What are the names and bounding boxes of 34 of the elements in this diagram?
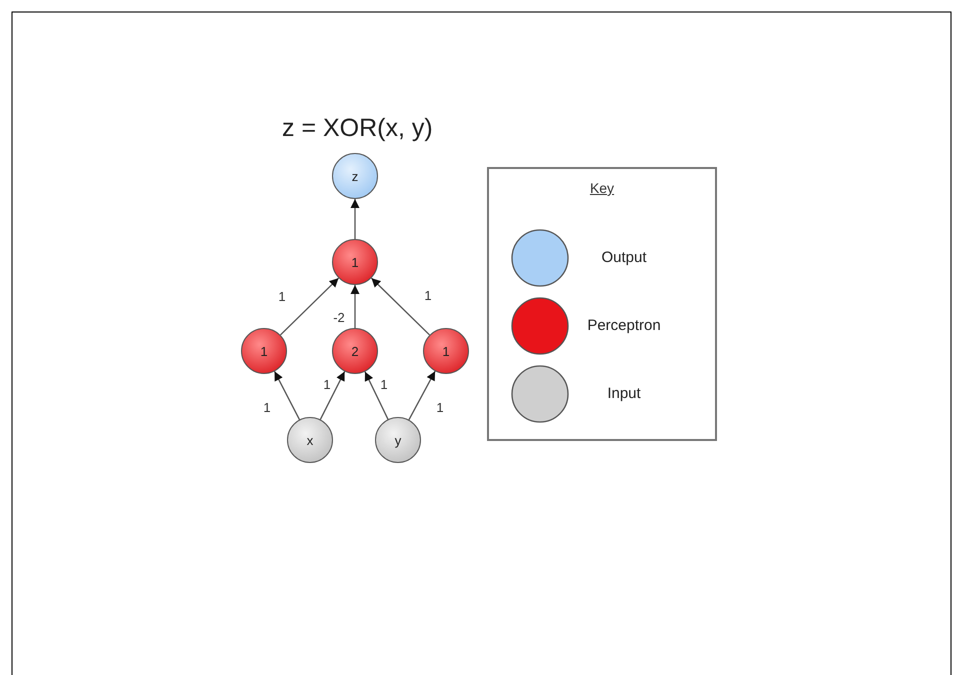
perceptron-node	[423, 328, 469, 374]
weight-label: 1	[423, 289, 433, 303]
legend-label: Input	[607, 385, 641, 402]
node-value: 1	[442, 344, 450, 358]
weight-label: -2	[332, 311, 346, 325]
arrow	[408, 370, 436, 420]
input-node	[375, 417, 421, 463]
perceptron-node	[332, 239, 378, 285]
node-value: z	[352, 168, 358, 184]
weight-label: 1	[277, 290, 287, 304]
output-node	[332, 153, 378, 199]
node-value: 1	[260, 344, 268, 358]
perceptron-node	[241, 328, 287, 374]
arrow	[280, 278, 340, 336]
arrow	[350, 199, 360, 239]
key-heading: Key	[590, 180, 614, 196]
weight-label: 1	[322, 378, 332, 392]
node-value: y	[394, 432, 402, 448]
perceptron-node	[332, 328, 378, 374]
legend-label: Output	[601, 249, 647, 266]
arrow	[274, 371, 300, 420]
weight-label: 1	[262, 401, 272, 415]
arrow	[364, 371, 389, 420]
arrow	[370, 278, 430, 336]
weight-label: 1	[435, 401, 445, 415]
node-value: 1	[351, 254, 359, 270]
legend-label: Perceptron	[587, 317, 661, 334]
node-value: x	[306, 432, 314, 448]
input-node	[287, 417, 333, 463]
weight-label: 1	[379, 378, 389, 392]
node-value: 2	[351, 344, 359, 358]
title: z = XOR(x, y)	[282, 114, 433, 143]
arrow	[350, 285, 360, 328]
arrow	[320, 371, 346, 420]
